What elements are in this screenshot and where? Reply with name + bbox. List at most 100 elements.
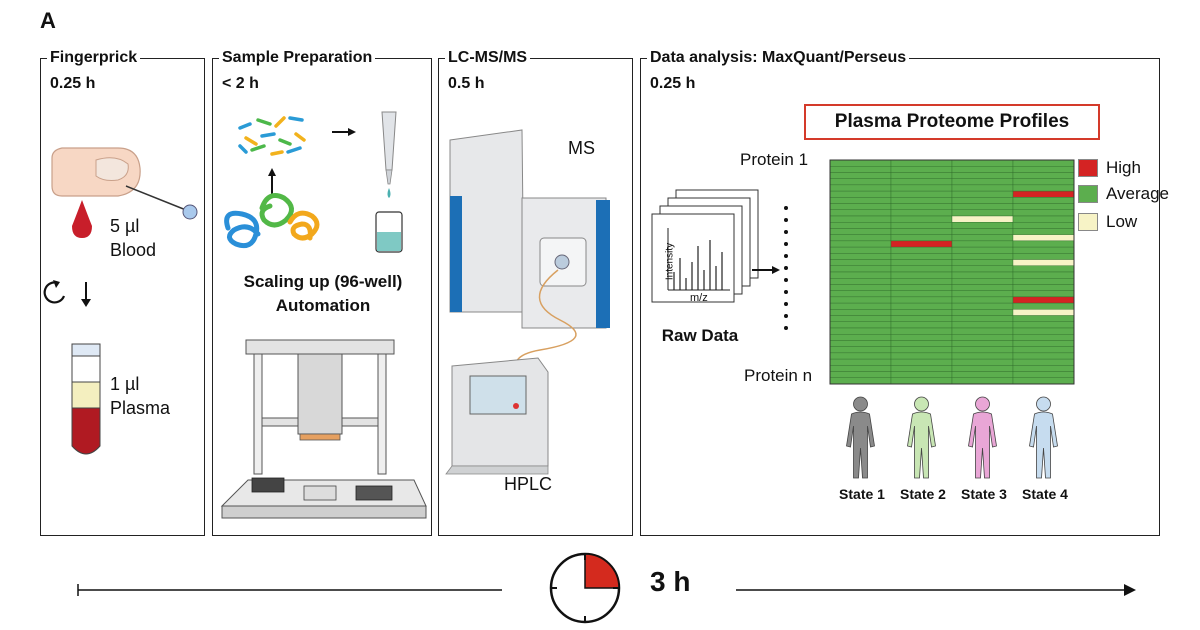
intensity-axis-label: Intensity [664, 242, 676, 281]
panel-data-analysis: Data analysis: MaxQuant/Perseus 0.25 h [640, 49, 1160, 536]
heatmap-cell [890, 240, 953, 248]
heatmap-cell [951, 352, 1014, 360]
heatmap-cell [829, 228, 892, 235]
heatmap-cell [951, 222, 1014, 229]
heatmap-cell [829, 321, 892, 329]
heatmap-cell [1012, 190, 1075, 198]
heatmap-cell [890, 284, 953, 291]
heatmap-cell [890, 352, 953, 360]
heatmap-cell [1012, 309, 1075, 316]
heatmap-cell [1012, 228, 1075, 235]
raw-data-stack [651, 189, 759, 303]
person-body [968, 411, 997, 479]
heatmap-cell [829, 253, 892, 260]
heatmap-cell [890, 365, 953, 372]
heatmap-cell [951, 334, 1014, 341]
heatmap-cell [951, 159, 1014, 167]
protein-last-label: Protein n [744, 366, 813, 385]
heatmap-cell [951, 184, 1014, 192]
legend-swatch-high [1078, 159, 1098, 177]
heatmap-cell [1012, 184, 1075, 192]
heatmap-cell [890, 166, 953, 173]
heatmap-cell [1012, 334, 1075, 341]
heatmap-cell [829, 215, 892, 223]
heatmap-cell [829, 377, 892, 385]
heatmap-cell [951, 278, 1014, 285]
scaling-label-line2: Automation [275, 296, 371, 315]
heatmap-cell [951, 190, 1014, 198]
heatmap-cell [829, 290, 892, 298]
heatmap-cell [951, 340, 1014, 347]
arrow-up-prep [268, 168, 276, 195]
legend-low: Low [1078, 212, 1137, 232]
heatmap-cell [951, 315, 1014, 322]
legend-label-average: Average [1106, 184, 1170, 203]
state-label-4: State 4 [1022, 486, 1068, 502]
panel-fingerprick: Fingerprick 0.25 h [40, 49, 205, 536]
person-icon [968, 396, 997, 479]
heatmap-cell [890, 203, 953, 210]
ms-label: MS [568, 138, 595, 158]
person-icon [907, 396, 936, 479]
heatmap-cell [1012, 178, 1075, 186]
heatmap-cell [890, 178, 953, 186]
heatmap-cell [890, 315, 953, 322]
heatmap-cell [1012, 377, 1075, 385]
heatmap-cell [890, 296, 953, 304]
heatmap-cell [829, 340, 892, 347]
scaling-label-line1: Scaling up (96-well) [243, 272, 403, 291]
stage-time-lcms: 0.5 h [448, 75, 485, 92]
heatmap-cell [951, 346, 1014, 354]
heatmap-cell [829, 172, 892, 179]
person-body [846, 411, 875, 479]
person-head [853, 396, 868, 412]
legend-swatch-low [1078, 213, 1098, 231]
heatmap-cell [829, 327, 892, 335]
heatmap-cell [890, 346, 953, 354]
legend-label-low: Low [1106, 212, 1138, 231]
heatmap-cell [951, 265, 1014, 273]
heatmap-cell [829, 365, 892, 372]
heatmap-cell [890, 309, 953, 316]
heatmap-cell [1012, 340, 1075, 347]
heatmap-cell [829, 246, 892, 254]
person-head [975, 396, 990, 412]
heatmap-cell [1012, 271, 1075, 279]
total-time-label: 3 h [650, 566, 691, 597]
heatmap-cell [829, 184, 892, 192]
heatmap-cell [951, 259, 1014, 266]
heatmap-cell [1012, 209, 1075, 217]
heatmap-cell [1012, 166, 1075, 173]
arrow-right-prep [332, 128, 356, 136]
heatmap-cell [951, 302, 1014, 310]
heatmap-cell [890, 321, 953, 329]
heatmap-cell [890, 209, 953, 217]
heatmap-cell [951, 271, 1014, 279]
heatmap-cell [829, 190, 892, 198]
heatmap-cell [890, 271, 953, 279]
heatmap-cell [1012, 284, 1075, 291]
heatmap-cell [1012, 265, 1075, 273]
legend-high: High [1078, 158, 1141, 178]
heatmap-cell [829, 259, 892, 266]
heatmap-cell [890, 172, 953, 179]
state-label-2: State 2 [900, 486, 946, 502]
heatmap-cell [1012, 259, 1075, 266]
heatmap-cell [951, 203, 1014, 210]
clock-elapsed-wedge [584, 553, 620, 589]
heatmap-cell [1012, 203, 1075, 210]
heatmap-cell [890, 253, 953, 260]
raw-data-label: Raw Data [661, 326, 739, 345]
heatmap-cell [1012, 159, 1075, 167]
heatmap-cell [829, 197, 892, 204]
heatmap-cell [951, 365, 1014, 372]
heatmap-cell [1012, 172, 1075, 179]
heatmap-cell [829, 265, 892, 273]
person-body [907, 411, 936, 479]
heatmap-cell [951, 166, 1014, 173]
hplc-label: HPLC [504, 474, 553, 494]
person-icon [1029, 396, 1058, 479]
heatmap-cell [1012, 215, 1075, 223]
plasma-proteome-profiles-title: Plasma Proteome Profiles [804, 104, 1100, 140]
